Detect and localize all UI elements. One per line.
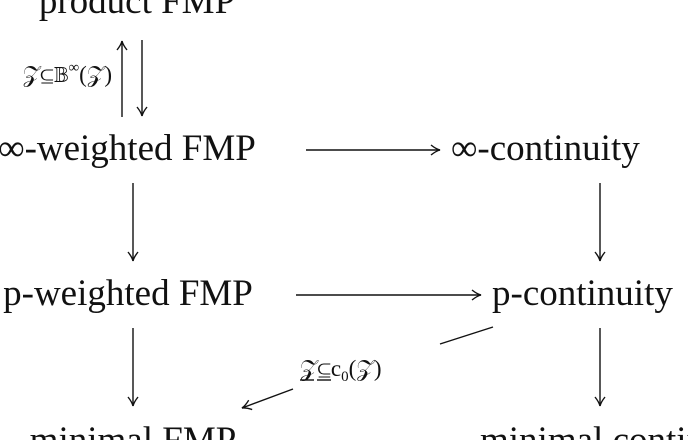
arrow-p-continuity-to-minimal-fmp xyxy=(241,388,294,411)
label-diagonal-condition: 𝒵⊆c0(𝒵) xyxy=(300,356,381,385)
node-product-fmp: product FMP xyxy=(39,0,235,22)
label-product-condition: 𝒵⊆𝔹∞(𝒵) xyxy=(23,60,112,87)
node-minimal-fmp: minimal FMP xyxy=(30,420,237,440)
node-minimal-continuity: minimal continuity xyxy=(480,420,688,440)
node-inf-continuity: ∞-continuity xyxy=(451,128,640,169)
diagonal-arrow-tail xyxy=(439,326,494,345)
node-p-continuity: p-continuity xyxy=(492,273,673,314)
node-inf-weighted-fmp: ∞-weighted FMP xyxy=(0,128,256,169)
node-p-weighted-fmp: p-weighted FMP xyxy=(3,273,253,314)
